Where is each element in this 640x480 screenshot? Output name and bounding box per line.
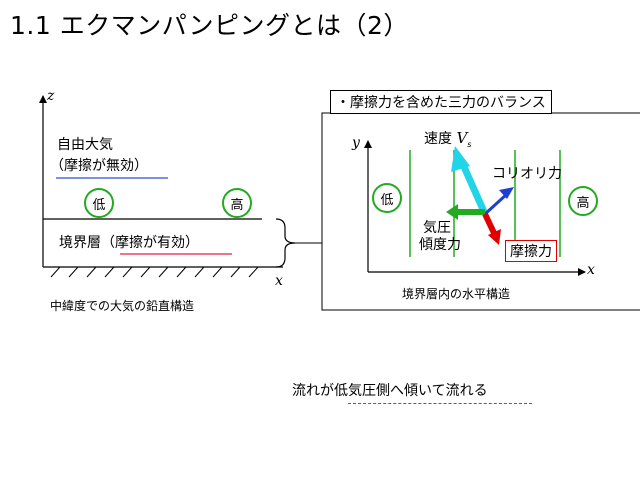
coriolis-label: コリオリ力 xyxy=(492,166,562,182)
balance-heading: ・摩擦力を含めた三力のバランス xyxy=(330,90,552,114)
horizontal-balance-figure xyxy=(321,112,640,311)
x-axis-label-vertical: x xyxy=(275,273,283,289)
x-axis-label-horizontal: x xyxy=(587,262,595,278)
pgf-label-line1: 気圧 xyxy=(423,220,451,236)
velocity-label: 速度 Vs xyxy=(424,128,471,149)
velocity-subscript: s xyxy=(467,139,472,149)
z-axis-label: z xyxy=(47,88,55,104)
y-axis-label: y xyxy=(352,135,360,151)
friction-label: 摩擦力 xyxy=(505,240,557,262)
velocity-text: 速度 xyxy=(424,131,452,147)
friction-ineffective-label: （摩擦が無効） xyxy=(50,158,148,174)
boundary-layer-brace xyxy=(275,218,296,268)
coriolis-arrow xyxy=(483,187,514,216)
vertical-structure-caption: 中緯度での大気の鉛直構造 xyxy=(50,299,195,313)
high-label: 高 xyxy=(230,197,244,213)
horizontal-structure-caption: 境界層内の水平構造 xyxy=(402,287,511,301)
conclusion-text: 流れが低気圧側へ傾いて流れる xyxy=(292,383,488,399)
low-pressure-marker-horizontal: 低 xyxy=(372,183,402,213)
high-pressure-marker-vertical: 高 xyxy=(222,188,252,218)
low-pressure-marker-vertical: 低 xyxy=(84,188,114,218)
pressure-gradient-arrow xyxy=(446,204,485,220)
low-label: 低 xyxy=(380,192,394,208)
high-label: 高 xyxy=(576,195,590,211)
page-title: 1.1 エクマンパンピングとは（2） xyxy=(10,11,409,40)
low-label: 低 xyxy=(92,197,106,213)
conclusion-underline xyxy=(348,403,532,404)
velocity-symbol: V xyxy=(456,129,468,147)
velocity-arrow xyxy=(451,146,489,216)
high-pressure-marker-horizontal: 高 xyxy=(568,186,598,216)
boundary-layer-label: 境界層（摩擦が有効） xyxy=(59,235,199,251)
free-atmosphere-label: 自由大気 xyxy=(57,137,113,153)
ground-hatching xyxy=(50,266,259,278)
pgf-label-line2: 傾度力 xyxy=(419,237,461,253)
friction-arrow xyxy=(482,212,501,245)
vertical-structure-figure xyxy=(39,95,322,278)
